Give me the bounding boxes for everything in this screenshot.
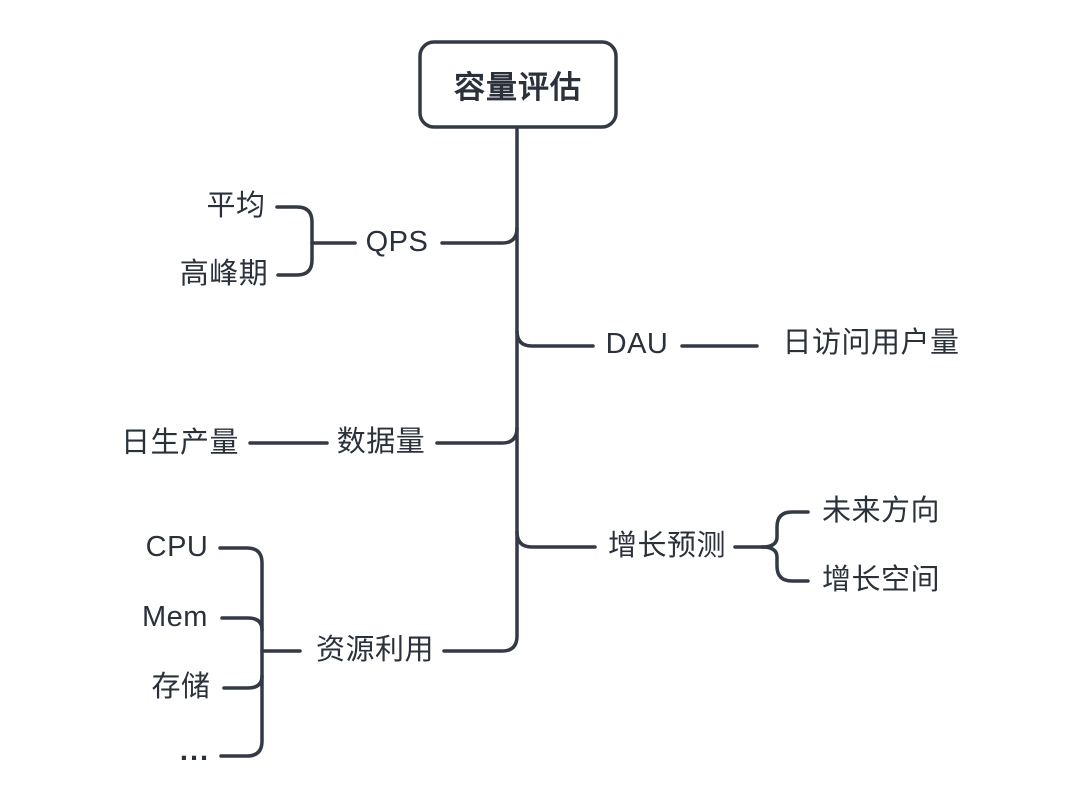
connector-growth-brace-bottom (760, 545, 810, 583)
connector-resource-children-brace (218, 546, 264, 758)
node-cpu[interactable]: CPU (145, 531, 209, 564)
connector-datavolume-to-trunk (435, 426, 519, 445)
node-average[interactable]: 平均 (206, 190, 266, 223)
connector-storage-join (222, 674, 264, 690)
connector-trunk (442, 126, 519, 653)
node-dau[interactable]: DAU (605, 328, 669, 361)
node-daily-production-volume[interactable]: 日生产量 (120, 427, 240, 460)
connector-growth-brace-top (760, 510, 810, 549)
node-data-volume[interactable]: 数据量 (336, 426, 426, 459)
node-resource-usage[interactable]: 资源利用 (315, 634, 435, 667)
node-growth-forecast[interactable]: 增长预测 (607, 530, 727, 563)
node-mem[interactable]: Mem (142, 601, 208, 634)
connector-growth-from-trunk (515, 530, 597, 549)
node-root[interactable]: 容量评估 (454, 69, 582, 105)
node-growth-space[interactable]: 增长空间 (821, 564, 941, 597)
connector-dau-from-trunk (515, 329, 595, 348)
connector-qps-children-brace (275, 205, 314, 277)
node-future-direction[interactable]: 未来方向 (821, 495, 941, 528)
node-storage[interactable]: 存储 (151, 671, 211, 704)
connector-qps-to-trunk (440, 226, 519, 245)
node-daily-visiting-users[interactable]: 日访问用户量 (782, 327, 960, 360)
node-qps[interactable]: QPS (365, 226, 429, 259)
node-ellipsis[interactable]: ... (179, 735, 211, 768)
node-peak-period[interactable]: 高峰期 (179, 258, 269, 291)
connector-mem-join (220, 616, 264, 632)
